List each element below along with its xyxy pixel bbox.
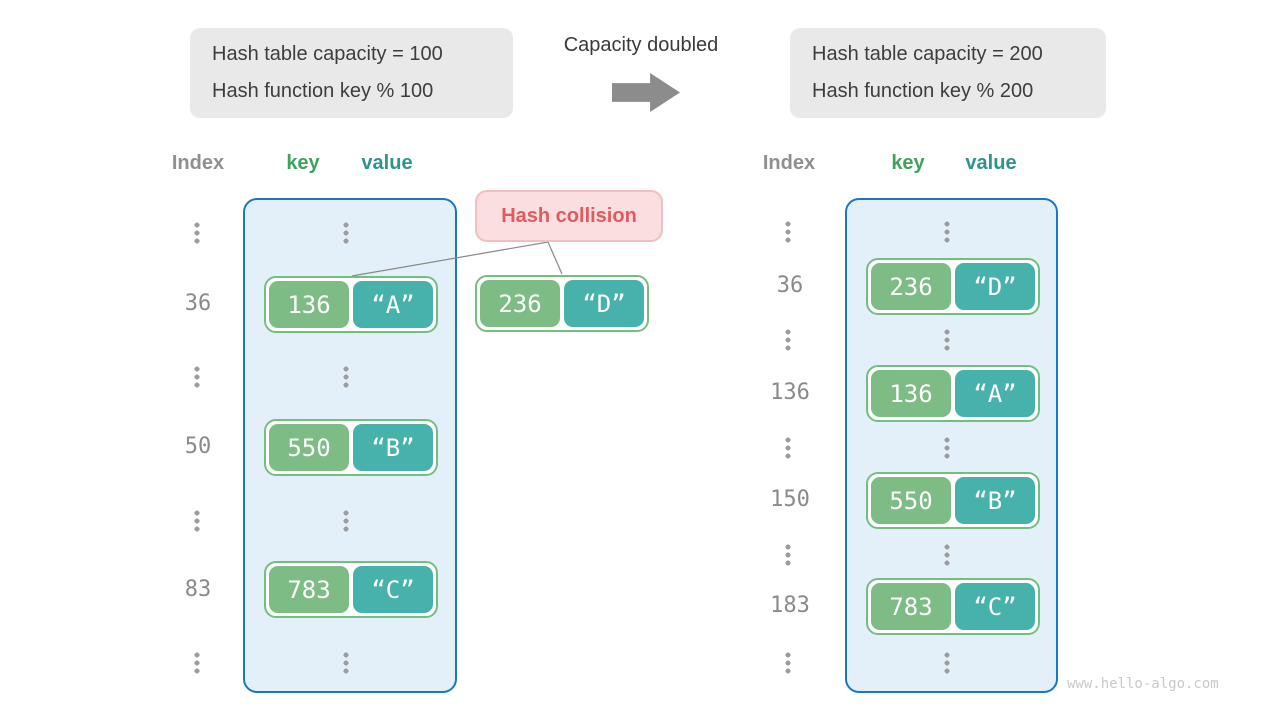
arrow-right-icon [612, 73, 680, 112]
value-cell: “B” [955, 477, 1035, 524]
value-cell: “D” [564, 280, 644, 327]
transition-label: Capacity doubled [563, 34, 719, 56]
right-index-3: 183 [770, 593, 810, 618]
ellipsis-icon [785, 328, 791, 352]
value-cell: “B” [353, 424, 433, 471]
ellipsis-icon [944, 651, 950, 675]
hash-function-line: Hash function key % 200 [812, 80, 1034, 102]
value-cell: “A” [353, 281, 433, 328]
key-cell: 550 [871, 477, 951, 524]
ellipsis-icon [944, 328, 950, 352]
ellipsis-icon [343, 365, 349, 389]
value-cell: “C” [353, 566, 433, 613]
hash-collision-badge: Hash collision [475, 190, 663, 242]
ellipsis-icon [785, 436, 791, 460]
capacity-line: Hash table capacity = 200 [812, 43, 1043, 65]
left-header-key: key [286, 152, 320, 174]
kv-pair-136-a-rehashed: 136 “A” [866, 365, 1040, 422]
ellipsis-icon [785, 220, 791, 244]
key-cell: 783 [269, 566, 349, 613]
value-cell: “D” [955, 263, 1035, 310]
right-header-key: key [891, 152, 925, 174]
key-cell: 783 [871, 583, 951, 630]
ellipsis-icon [194, 221, 200, 245]
right-index-2: 150 [770, 487, 810, 512]
right-index-0: 36 [776, 273, 804, 298]
ellipsis-icon [944, 543, 950, 567]
key-cell: 136 [871, 370, 951, 417]
ellipsis-icon [785, 543, 791, 567]
kv-pair-236-d: 236 “D” [475, 275, 649, 332]
key-cell: 236 [480, 280, 560, 327]
ellipsis-icon [944, 436, 950, 460]
hash-function-line: Hash function key % 100 [212, 80, 434, 102]
kv-pair-783-c-rehashed: 783 “C” [866, 578, 1040, 635]
kv-pair-550-b: 550 “B” [264, 419, 438, 476]
right-header-value: value [965, 152, 1017, 174]
left-header-value: value [361, 152, 413, 174]
value-cell: “C” [955, 583, 1035, 630]
ellipsis-icon [343, 221, 349, 245]
kv-pair-236-d-rehashed: 236 “D” [866, 258, 1040, 315]
left-index-0: 36 [184, 291, 212, 316]
left-index-1: 50 [184, 434, 212, 459]
ellipsis-icon [343, 651, 349, 675]
right-index-1: 136 [770, 380, 810, 405]
kv-pair-783-c: 783 “C” [264, 561, 438, 618]
ellipsis-icon [343, 509, 349, 533]
kv-pair-550-b-rehashed: 550 “B” [866, 472, 1040, 529]
ellipsis-icon [944, 220, 950, 244]
ellipsis-icon [194, 365, 200, 389]
ellipsis-icon [785, 651, 791, 675]
right-header-index: Index [762, 152, 816, 174]
left-header-index: Index [171, 152, 225, 174]
key-cell: 550 [269, 424, 349, 471]
ellipsis-icon [194, 651, 200, 675]
capacity-line: Hash table capacity = 100 [212, 43, 443, 65]
kv-pair-136-a: 136 “A” [264, 276, 438, 333]
left-index-2: 83 [184, 577, 212, 602]
ellipsis-icon [194, 509, 200, 533]
watermark: www.hello-algo.com [1067, 676, 1219, 692]
key-cell: 236 [871, 263, 951, 310]
value-cell: “A” [955, 370, 1035, 417]
capacity-note-after: Hash table capacity = 200 Hash function … [790, 28, 1106, 118]
key-cell: 136 [269, 281, 349, 328]
capacity-note-before: Hash table capacity = 100 Hash function … [190, 28, 513, 118]
